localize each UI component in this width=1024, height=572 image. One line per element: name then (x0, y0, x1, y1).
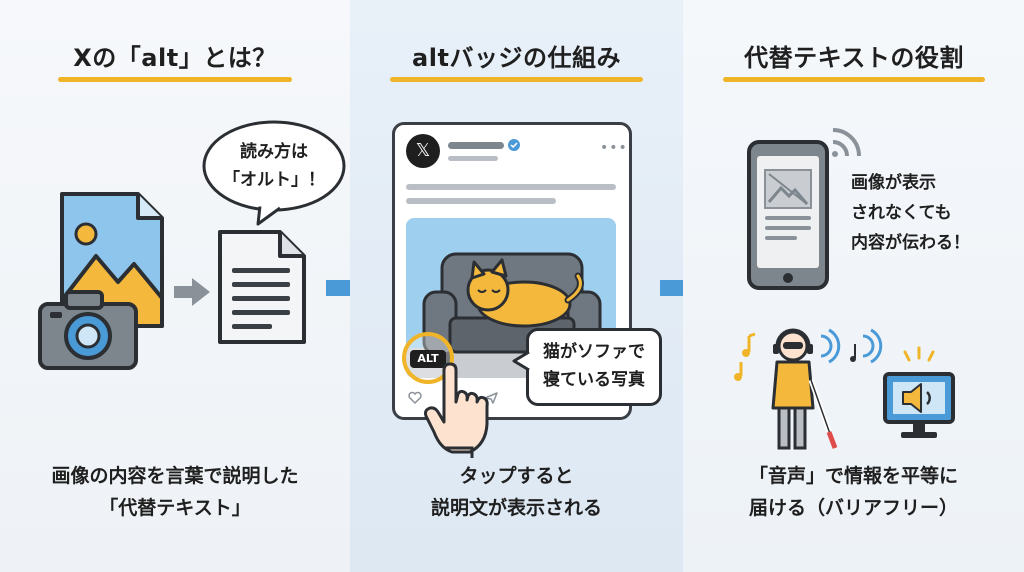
alt-description-text: 猫がソファで 寝ている写真 (543, 342, 645, 390)
document-icon (218, 230, 306, 344)
caption-3: 「音声」で情報を平等に 届ける（バリアフリー） (748, 465, 958, 519)
verified-badge-icon (508, 139, 520, 151)
handle-placeholder-bar (448, 156, 498, 161)
caption-2: タップすると 説明文が表示される (430, 465, 602, 519)
visually-impaired-person-icon (734, 328, 883, 450)
arrow-right-icon (174, 278, 210, 306)
alt-badge[interactable]: ALT (410, 350, 446, 368)
section-title-3: 代替テキストの役割 (723, 38, 985, 82)
speech-bubble (202, 120, 346, 226)
hand-pointer-icon (424, 362, 489, 458)
text-placeholder-bar (406, 184, 616, 190)
name-placeholder-bar (448, 142, 504, 149)
like-icon[interactable] (408, 391, 422, 405)
caption-1: 画像の内容を言葉で説明した 「代替テキスト」 (51, 465, 299, 519)
section-role: 代替テキストの役割 画像が表示 されなくても 内容が伝わる！ (683, 0, 1024, 572)
section-title-1: Xの「alt」とは？ (58, 38, 292, 82)
section-title-2: altバッジの仕組み (390, 38, 643, 82)
bubble-tail (512, 350, 534, 372)
title-underline (58, 77, 292, 82)
x-logo-icon: 𝕏 (415, 140, 431, 161)
bubble-text-1: 読み方は 「オルト」！ (223, 142, 325, 190)
title-underline (390, 77, 643, 82)
sofa-cat-icon (422, 252, 602, 364)
section-alt-badge: altバッジの仕組み 𝕏 ••• ALT (350, 0, 683, 572)
x-logo-avatar: 𝕏 (406, 134, 440, 168)
section-what-is-alt: Xの「alt」とは？ 読み方は 「オルト」！ (0, 0, 350, 572)
camera-icon (38, 290, 138, 370)
phone-icon (747, 128, 861, 290)
phone-caption: 画像が表示 されなくても 内容が伝わる！ (851, 173, 970, 253)
speaker-monitor-icon (883, 346, 955, 438)
alt-description-bubble (526, 328, 662, 406)
more-options-icon[interactable]: ••• (600, 140, 628, 156)
share-icon[interactable] (484, 392, 498, 404)
title-underline (723, 77, 985, 82)
text-placeholder-bar (406, 198, 556, 204)
